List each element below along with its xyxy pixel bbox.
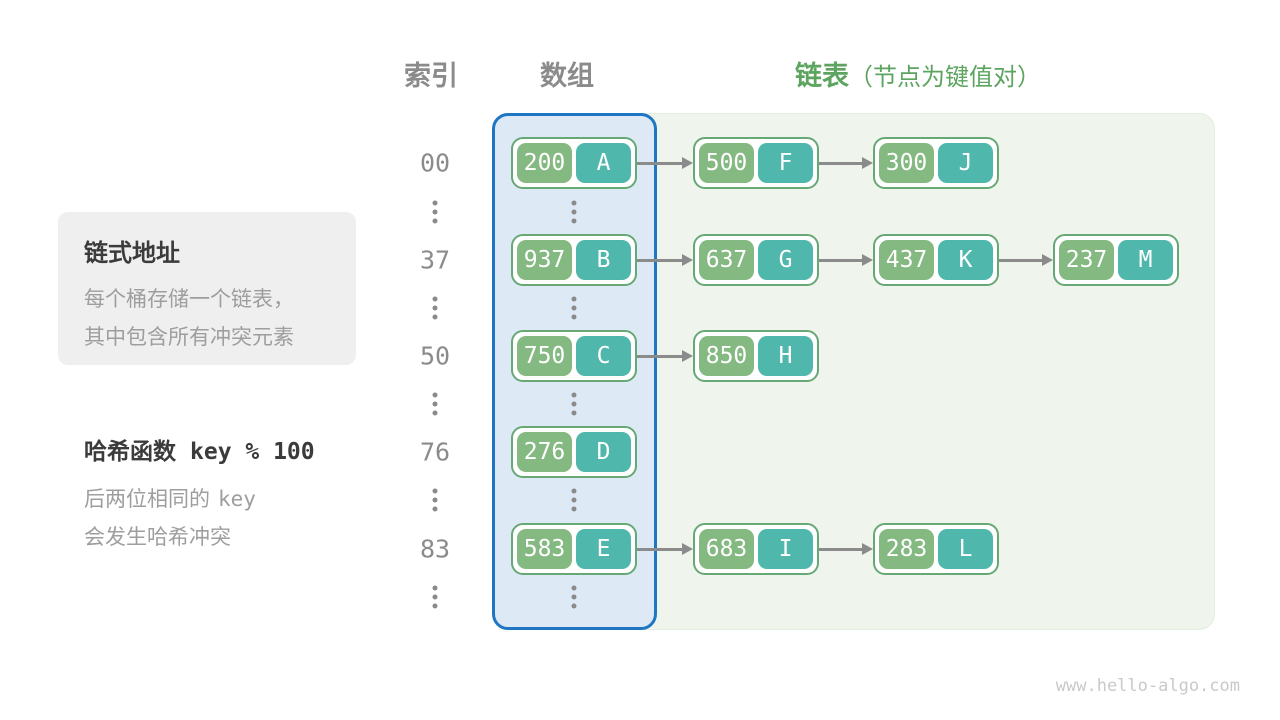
- bucket-index: 50: [419, 341, 451, 371]
- arrow-head: [862, 543, 873, 555]
- arrow-head: [682, 157, 693, 169]
- hash-function-note: 哈希函数 key % 100 后两位相同的 key 会发生哈希冲突: [84, 432, 315, 557]
- index-ellipsis: [432, 200, 438, 224]
- pair-value: J: [938, 143, 993, 183]
- pair-value: I: [758, 529, 813, 569]
- hash-collision-key-code: key: [218, 487, 256, 511]
- watermark: www.hello-algo.com: [1055, 676, 1240, 696]
- next-pointer-arrow: [999, 252, 1053, 268]
- pair-value: G: [758, 240, 813, 280]
- next-pointer-arrow: [637, 155, 693, 171]
- pair-key: 200: [517, 143, 572, 183]
- chaining-info-box: 链式地址 每个桶存储一个链表， 其中包含所有冲突元素: [58, 212, 356, 365]
- arrow-head: [862, 254, 873, 266]
- pair-value: E: [576, 529, 631, 569]
- pair-key: 937: [517, 240, 572, 280]
- hash-collision-text: 后两位相同的: [84, 488, 210, 511]
- header-linked-list: 链表（节点为键值对）: [795, 54, 1041, 93]
- arrow-head: [682, 350, 693, 362]
- bucket-index: 76: [419, 437, 451, 467]
- hash-collision-line-2: 会发生哈希冲突: [84, 526, 231, 549]
- pair-value: D: [576, 432, 631, 472]
- next-pointer-arrow: [819, 155, 873, 171]
- info-box-title: 链式地址: [84, 240, 180, 267]
- array-ellipsis: [571, 488, 577, 512]
- arrow-line: [637, 161, 682, 165]
- next-pointer-arrow: [637, 348, 693, 364]
- hash-function-label: 哈希函数: [84, 438, 176, 464]
- bucket-index: 00: [419, 148, 451, 178]
- arrow-line: [999, 258, 1042, 262]
- bucket-index: 37: [419, 245, 451, 275]
- header-linked-list-note: （节点为键值对）: [849, 64, 1041, 91]
- index-ellipsis: [432, 488, 438, 512]
- pair-key: 683: [699, 529, 754, 569]
- index-ellipsis: [432, 392, 438, 416]
- next-pointer-arrow: [637, 541, 693, 557]
- header-linked-list-label: 链表: [795, 61, 849, 91]
- array-ellipsis: [571, 392, 577, 416]
- hash-function-code: key % 100: [190, 439, 315, 465]
- pair-value: L: [938, 529, 993, 569]
- next-pointer-arrow: [819, 541, 873, 557]
- arrow-line: [637, 354, 682, 358]
- header-array: 数组: [540, 61, 594, 91]
- pair-key: 850: [699, 336, 754, 376]
- hash-function-title: 哈希函数 key % 100: [84, 432, 315, 466]
- arrow-head: [1042, 254, 1053, 266]
- pair-key: 637: [699, 240, 754, 280]
- arrow-head: [682, 543, 693, 555]
- arrow-line: [637, 547, 682, 551]
- pair-key: 437: [879, 240, 934, 280]
- pair-value: B: [576, 240, 631, 280]
- pair-key: 283: [879, 529, 934, 569]
- arrow-line: [637, 258, 682, 262]
- info-box-line-2: 其中包含所有冲突元素: [84, 326, 294, 349]
- array-ellipsis: [571, 296, 577, 320]
- pair-value: M: [1118, 240, 1173, 280]
- arrow-line: [819, 161, 862, 165]
- arrow-line: [819, 258, 862, 262]
- index-ellipsis: [432, 296, 438, 320]
- pair-value: F: [758, 143, 813, 183]
- pair-key: 583: [517, 529, 572, 569]
- pair-value: C: [576, 336, 631, 376]
- array-ellipsis: [571, 585, 577, 609]
- pair-key: 300: [879, 143, 934, 183]
- pair-key: 750: [517, 336, 572, 376]
- arrow-head: [682, 254, 693, 266]
- next-pointer-arrow: [819, 252, 873, 268]
- arrow-line: [819, 547, 862, 551]
- index-ellipsis: [432, 585, 438, 609]
- pair-value: K: [938, 240, 993, 280]
- next-pointer-arrow: [637, 252, 693, 268]
- arrow-head: [862, 157, 873, 169]
- header-index: 索引: [404, 61, 458, 91]
- pair-key: 237: [1059, 240, 1114, 280]
- pair-key: 276: [517, 432, 572, 472]
- pair-key: 500: [699, 143, 754, 183]
- pair-value: A: [576, 143, 631, 183]
- pair-value: H: [758, 336, 813, 376]
- info-box-line-1: 每个桶存储一个链表，: [84, 288, 294, 311]
- array-ellipsis: [571, 200, 577, 224]
- bucket-index: 83: [419, 534, 451, 564]
- hash-collision-line-1: 后两位相同的 key: [84, 480, 315, 519]
